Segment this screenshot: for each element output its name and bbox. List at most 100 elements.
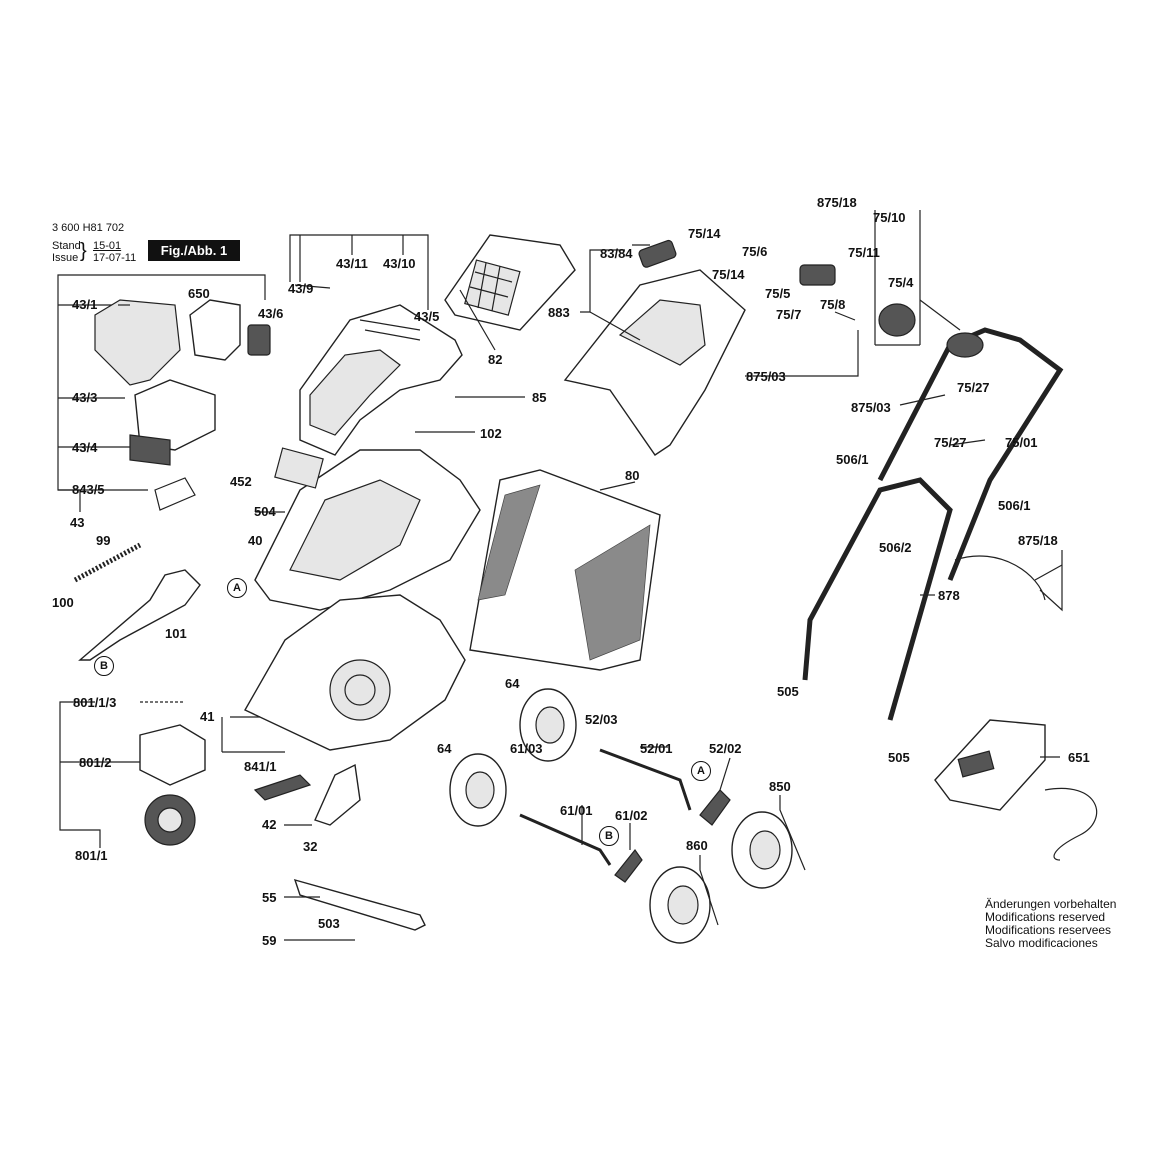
- label-43-10: 43/10: [383, 256, 416, 271]
- label-85: 85: [532, 390, 547, 405]
- wheels: [449, 688, 793, 944]
- ref-marker-b: B: [599, 826, 619, 846]
- label-43-5: 43/5: [414, 309, 440, 324]
- label-52-03: 52/03: [585, 712, 618, 727]
- spring-shape: [73, 542, 142, 583]
- label-843-5: 843/5: [72, 482, 105, 497]
- label-75-5: 75/5: [765, 286, 791, 301]
- label-75-11: 75/11: [848, 245, 880, 260]
- label-64-b: 64: [437, 741, 452, 756]
- label-59: 59: [262, 933, 277, 948]
- label-75-7: 75/7: [776, 307, 802, 322]
- label-75-8: 75/8: [820, 297, 846, 312]
- modifications-notice: Änderungen vorbehalten Modifications res…: [985, 898, 1116, 950]
- label-40: 40: [248, 533, 263, 548]
- label-505-b: 505: [888, 750, 910, 765]
- label-61-03: 61/03: [510, 741, 543, 756]
- lever-shape: [78, 569, 201, 661]
- leader-lines: [118, 210, 1063, 941]
- label-32: 32: [303, 839, 318, 854]
- label-55: 55: [262, 890, 277, 905]
- charger-shape: [934, 719, 1098, 861]
- lower-handle-shape: [802, 477, 953, 721]
- label-83-84: 83/84: [600, 246, 633, 261]
- label-43-9: 43/9: [288, 281, 314, 296]
- label-850: 850: [769, 779, 791, 794]
- brace: }: [80, 240, 87, 262]
- label-75-6: 75/6: [742, 244, 768, 259]
- bracket-group-43-5: [289, 234, 429, 310]
- label-102: 102: [480, 426, 502, 441]
- grass-box-shape: [469, 469, 661, 671]
- label-61-02: 61/02: [615, 808, 648, 823]
- ref-marker-a: A: [691, 761, 711, 781]
- notice-en: Modifications reserved: [985, 910, 1106, 924]
- battery-pack-shape: [247, 324, 271, 356]
- axle-61-01: [519, 813, 612, 866]
- ref-marker-b: B: [94, 656, 114, 676]
- label-101: 101: [165, 626, 187, 641]
- lid-shape: [444, 234, 576, 331]
- label-875-03-b: 875/03: [851, 400, 891, 415]
- label-878: 878: [938, 588, 960, 603]
- label-82: 82: [488, 352, 503, 367]
- label-801-1-3: 801/1/3: [73, 695, 117, 710]
- label-504: 504: [254, 504, 276, 519]
- label-801-2: 801/2: [79, 755, 112, 770]
- deflector-shape: [314, 763, 361, 826]
- label-64-a: 64: [505, 676, 520, 691]
- deck-shape: [254, 447, 481, 611]
- label-650: 650: [188, 286, 210, 301]
- label-506-1-b: 506/1: [998, 498, 1031, 513]
- label-43: 43: [70, 515, 85, 530]
- switch-box-shape: [799, 264, 836, 286]
- issue-date: 17-07-11: [93, 252, 137, 264]
- label-875-18-a: 875/18: [817, 195, 857, 210]
- label-506-1-a: 506/1: [836, 452, 869, 467]
- label-801-1: 801/1: [75, 848, 108, 863]
- label-75-27-a: 75/27: [957, 380, 990, 395]
- comb-shape: [253, 774, 312, 801]
- label-75-4: 75/4: [888, 275, 914, 290]
- stand-date: 15-01: [93, 240, 122, 252]
- label-41: 41: [200, 709, 215, 724]
- label-52-01: 52/01: [640, 741, 673, 756]
- label-43-6: 43/6: [258, 306, 284, 321]
- clip-shape: [154, 477, 196, 511]
- label-43-3: 43/3: [72, 390, 98, 405]
- label-43-11: 43/11: [336, 256, 368, 271]
- label-43-4: 43/4: [72, 440, 98, 455]
- label-61-01: 61/01: [560, 803, 593, 818]
- motor-group: [59, 701, 206, 848]
- axle-52-01: [599, 748, 692, 811]
- notice-fr: Modifications reservees: [985, 923, 1112, 937]
- label-506-2: 506/2: [879, 540, 912, 555]
- figure-label: Fig./Abb. 1: [148, 240, 240, 261]
- label-52-02: 52/02: [709, 741, 742, 756]
- cable-shape: [954, 555, 1046, 601]
- label-75-14-b: 75/14: [712, 267, 745, 282]
- battery-housing-shape: [299, 304, 463, 456]
- label-841-1: 841/1: [244, 759, 277, 774]
- issue-label: Issue: [52, 252, 79, 264]
- chassis-shape: [244, 594, 466, 751]
- ref-marker-a: A: [227, 578, 247, 598]
- stand-label: Stand: [52, 240, 81, 252]
- label-100: 100: [52, 595, 74, 610]
- notice-es: Salvo modificaciones: [985, 936, 1098, 950]
- grass-box-lid-shape: [563, 269, 746, 456]
- handle-grip-shape: [638, 239, 677, 268]
- label-75-27-b: 75/27: [934, 435, 967, 450]
- label-75-10: 75/10: [873, 210, 906, 225]
- battery-cover-shape: [94, 299, 181, 386]
- label-75-01: 75/01: [1005, 435, 1038, 450]
- label-651: 651: [1068, 750, 1090, 765]
- label-860: 860: [686, 838, 708, 853]
- notice-de: Änderungen vorbehalten: [985, 897, 1117, 911]
- label-42: 42: [262, 817, 277, 832]
- label-505-a: 505: [777, 684, 799, 699]
- label-883: 883: [548, 305, 570, 320]
- handle-cap-shape: [946, 332, 984, 358]
